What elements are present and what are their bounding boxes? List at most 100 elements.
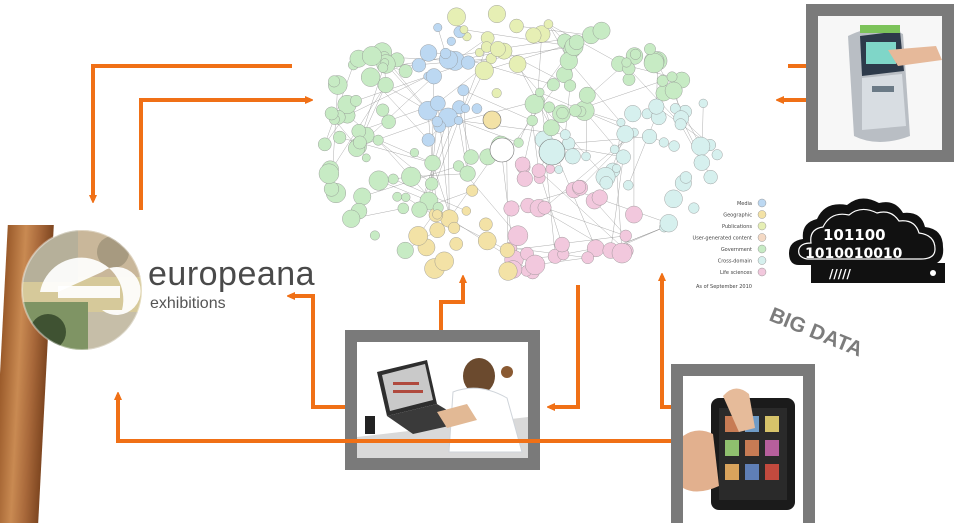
cloud-node bbox=[499, 242, 515, 258]
cloud-node bbox=[568, 34, 585, 50]
cloud-node bbox=[318, 137, 332, 152]
cloud-node bbox=[411, 58, 426, 73]
cloud-node bbox=[448, 221, 461, 234]
cloud-node bbox=[679, 171, 693, 184]
cloud-node bbox=[411, 201, 428, 218]
cloud-node bbox=[376, 103, 390, 117]
cloud-node bbox=[489, 41, 506, 57]
cloud-edge bbox=[568, 136, 650, 144]
cloud-edge bbox=[538, 170, 627, 251]
cloud-node bbox=[381, 114, 396, 129]
arrow-tablet-to-logo bbox=[118, 395, 671, 443]
brand-name: europeana bbox=[148, 255, 316, 293]
cloud-node bbox=[592, 21, 611, 40]
cloud-node bbox=[664, 189, 683, 208]
server-rack-icon bbox=[811, 263, 945, 283]
cloud-node bbox=[611, 242, 633, 264]
cloud-edge bbox=[447, 117, 450, 219]
cloud-node bbox=[396, 241, 414, 259]
cloud-node bbox=[554, 236, 570, 253]
cloud-node bbox=[599, 176, 613, 190]
cloud-node bbox=[459, 165, 476, 182]
legend-label: User-generated content bbox=[693, 236, 752, 242]
cloud-node bbox=[401, 166, 421, 187]
cloud-node bbox=[409, 148, 419, 158]
europeana-e-mark bbox=[21, 229, 143, 351]
cloud-node bbox=[434, 251, 454, 271]
arrow-cloud-to-laptop bbox=[550, 285, 580, 407]
cloud-edge bbox=[347, 76, 428, 116]
cloud-node bbox=[612, 164, 621, 173]
cloud-node bbox=[503, 200, 520, 217]
server-text: ///// bbox=[829, 267, 852, 281]
cloud-node bbox=[572, 180, 586, 194]
legend-swatch bbox=[757, 256, 767, 265]
tablet-photo bbox=[683, 376, 803, 523]
cloud-node bbox=[446, 36, 456, 46]
cloud-node bbox=[648, 98, 665, 115]
cloud-edge bbox=[628, 68, 681, 125]
cloud-node bbox=[564, 79, 577, 92]
cloud-node bbox=[542, 119, 560, 137]
cloud-node bbox=[543, 101, 555, 113]
cloud-node bbox=[668, 140, 680, 152]
cloud-node bbox=[324, 106, 339, 121]
cloud-node bbox=[591, 189, 608, 206]
cloud-node bbox=[623, 180, 634, 191]
cloud-node bbox=[531, 163, 546, 178]
cloud-node bbox=[711, 149, 723, 161]
cloud-node bbox=[659, 214, 678, 233]
cloud-node bbox=[543, 19, 554, 29]
cloud-node bbox=[609, 144, 620, 155]
cloud-node bbox=[581, 251, 594, 264]
legend-label: Cross-domain bbox=[718, 259, 752, 265]
cloud-node bbox=[471, 103, 483, 114]
cloud-node bbox=[429, 222, 446, 238]
cloud-node bbox=[698, 98, 708, 108]
cloud-node bbox=[485, 53, 497, 65]
cloud-node bbox=[433, 23, 443, 32]
cloud-date-note: As of September 2010 bbox=[696, 284, 752, 290]
cloud-node bbox=[658, 137, 669, 148]
cloud-node bbox=[460, 103, 470, 113]
cloud-node bbox=[421, 133, 436, 147]
cloud-node bbox=[392, 191, 403, 202]
kiosk-icon bbox=[818, 16, 942, 150]
cloud-node bbox=[621, 57, 632, 68]
cloud-node bbox=[664, 81, 683, 100]
cloud-node bbox=[318, 163, 339, 184]
legend-swatch bbox=[757, 267, 767, 277]
legend-label: Geographic bbox=[723, 213, 752, 219]
cloud-node bbox=[498, 261, 518, 281]
legend-swatch bbox=[757, 210, 767, 219]
cloud-node bbox=[333, 130, 347, 144]
cloud-edge bbox=[459, 107, 472, 158]
cloud-node bbox=[474, 61, 494, 81]
cloud-node bbox=[432, 209, 443, 220]
arrow-cloud-to-logo bbox=[93, 64, 292, 200]
cloud-node bbox=[447, 7, 466, 27]
cloud-edge bbox=[568, 60, 622, 123]
cloud-node bbox=[625, 205, 643, 224]
cloud-node bbox=[525, 27, 542, 44]
cloud-edge bbox=[532, 120, 539, 171]
legend-swatch bbox=[757, 198, 767, 208]
cloud-node bbox=[478, 231, 497, 251]
arrow-laptop-to-logo bbox=[290, 296, 345, 409]
cloud-node bbox=[425, 68, 442, 85]
laptop-user-photo bbox=[357, 342, 528, 458]
cloud-node bbox=[408, 226, 428, 246]
cloud-node bbox=[616, 125, 634, 143]
cloud-node bbox=[425, 177, 439, 191]
cloud-node bbox=[459, 25, 469, 34]
cloud-node bbox=[615, 149, 631, 165]
cloud-node bbox=[513, 137, 524, 148]
cloud-node bbox=[361, 153, 371, 163]
legend-label: Media bbox=[737, 201, 752, 207]
cloud-node bbox=[362, 46, 382, 66]
cloud-node bbox=[507, 225, 529, 246]
cloud-node bbox=[461, 55, 476, 70]
cloud-node bbox=[674, 118, 687, 131]
